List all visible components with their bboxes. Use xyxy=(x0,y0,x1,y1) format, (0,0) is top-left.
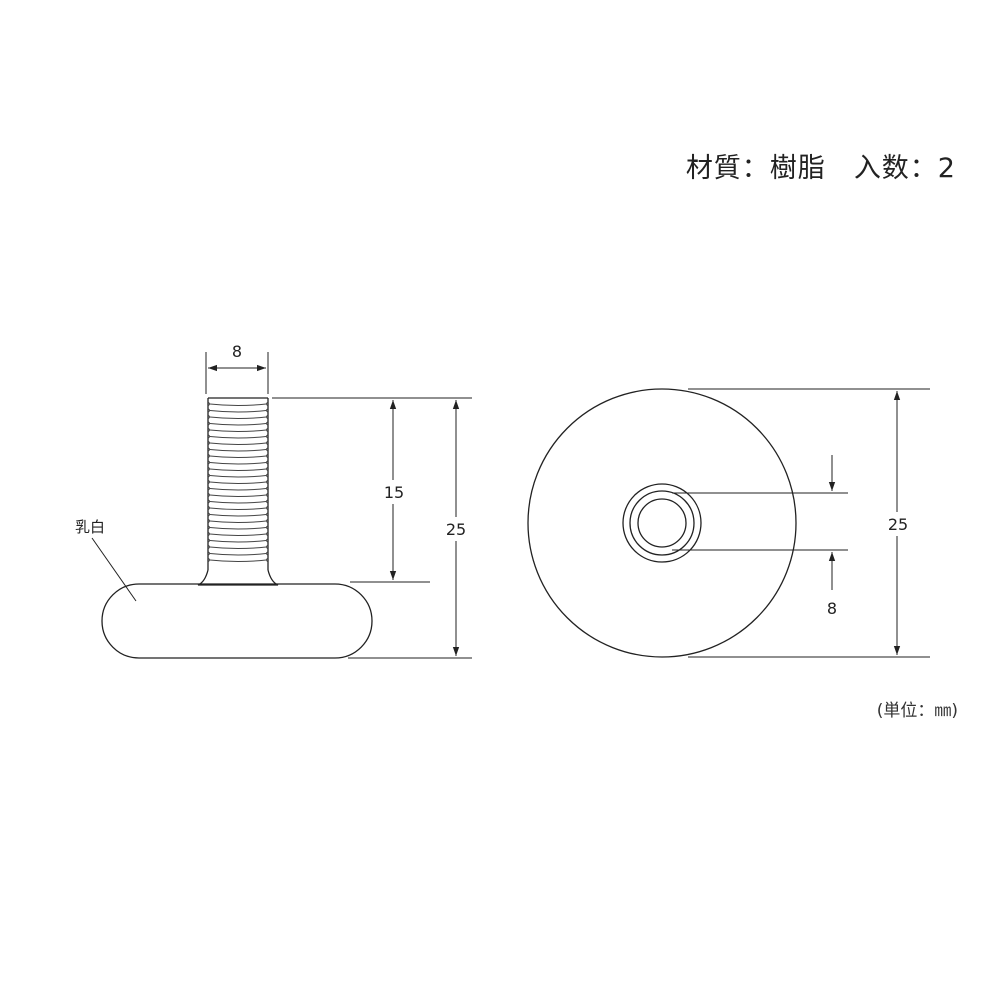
thread-line xyxy=(209,481,267,484)
thread-crest xyxy=(207,473,269,478)
hub-outer xyxy=(622,483,702,563)
thread-line xyxy=(209,540,267,543)
thread-crest xyxy=(207,466,269,472)
thread-crest xyxy=(207,512,269,517)
thread-line xyxy=(209,423,267,426)
dim-hole: 8 xyxy=(827,599,837,618)
thread-crest xyxy=(207,544,269,550)
thread-crest xyxy=(207,505,269,511)
material-label: 乳白 xyxy=(75,518,105,536)
dim-diameter: 25 xyxy=(888,515,908,534)
thread-crest xyxy=(207,525,269,530)
thread-line xyxy=(209,416,267,419)
thread-line xyxy=(209,507,267,510)
thread-crest xyxy=(207,557,269,563)
center-hole xyxy=(637,498,687,548)
thread-line xyxy=(209,436,267,439)
base-pad xyxy=(101,583,373,659)
stud-neck xyxy=(197,569,279,586)
thread-line xyxy=(209,403,267,406)
thread-line xyxy=(209,527,267,530)
thread-line xyxy=(209,501,267,504)
side-dimensions xyxy=(91,352,472,659)
thread-crest xyxy=(207,499,269,504)
thread-crest xyxy=(207,538,269,543)
dim-thread-length: 15 xyxy=(384,483,404,502)
quantity-spec: 入数：2 xyxy=(853,153,956,184)
outer-disc xyxy=(527,388,797,658)
threaded-stud xyxy=(207,397,269,570)
thread-crest xyxy=(207,551,269,556)
hub-ring xyxy=(629,490,695,556)
side-view xyxy=(101,397,373,659)
spec-header: 材質：樹脂入数：2 xyxy=(686,146,956,185)
thread-line xyxy=(209,429,267,432)
thread-line xyxy=(209,410,267,413)
thread-crest xyxy=(207,453,269,459)
thread-crest xyxy=(207,434,269,439)
thread-line xyxy=(209,494,267,497)
thread-line xyxy=(209,455,267,458)
thread-line xyxy=(209,559,267,562)
thread-crest xyxy=(207,421,269,426)
material-spec: 材質：樹脂 xyxy=(685,153,826,184)
unit-note: (単位：㎜) xyxy=(876,701,958,721)
thread-crest xyxy=(207,460,269,465)
thread-line xyxy=(209,488,267,491)
thread-crest xyxy=(207,408,269,413)
thread-crest xyxy=(207,479,269,485)
thread-crest xyxy=(207,518,269,524)
thread-crest xyxy=(207,447,269,452)
thread-line xyxy=(209,468,267,471)
thread-line xyxy=(209,449,267,452)
thread-line xyxy=(209,442,267,445)
thread-line xyxy=(209,520,267,523)
thread-crest xyxy=(207,440,269,446)
thread-line xyxy=(209,533,267,536)
dim-total-height: 25 xyxy=(446,520,466,539)
thread-line xyxy=(209,462,267,465)
thread-crest xyxy=(207,492,269,498)
thread-crest xyxy=(207,531,269,537)
thread-crest xyxy=(207,427,269,433)
thread-line xyxy=(209,514,267,517)
thread-line xyxy=(209,546,267,549)
thread-line xyxy=(209,553,267,556)
thread-crest xyxy=(207,401,269,407)
top-view xyxy=(527,388,797,658)
thread-line xyxy=(209,475,267,478)
thread-crest xyxy=(207,414,269,420)
dim-thread-width: 8 xyxy=(232,342,242,361)
thread-crest xyxy=(207,486,269,491)
